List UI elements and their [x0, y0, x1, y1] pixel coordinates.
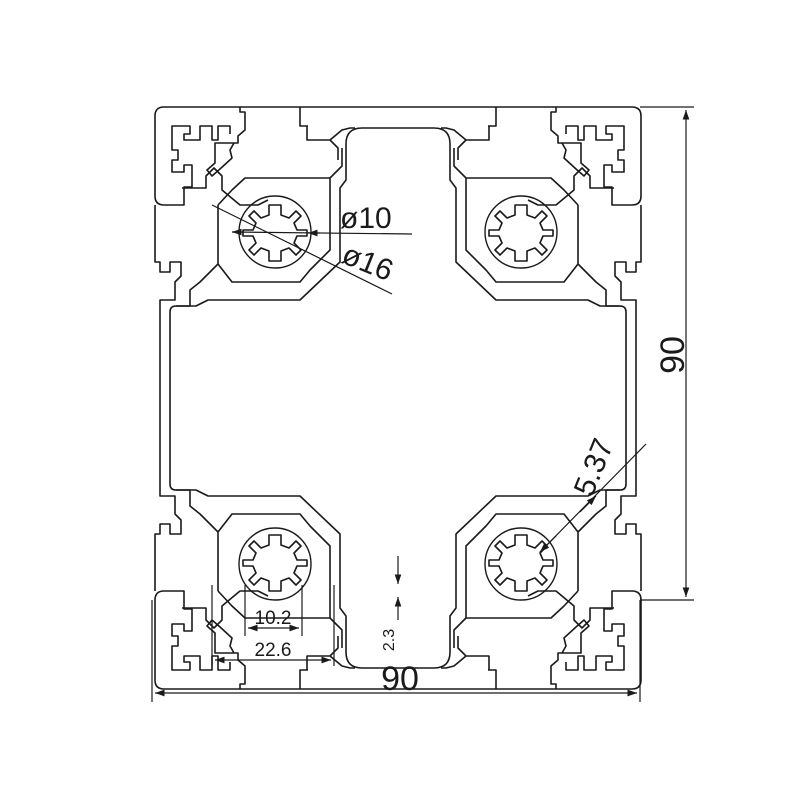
slot-width-dimension: 22.6: [211, 585, 335, 666]
wall-thickness-dimension: 2.3: [381, 556, 402, 651]
wall-thickness-label: 2.3: [381, 629, 398, 651]
width-dimension: 90: [151, 600, 641, 702]
width-label: 90: [381, 660, 419, 698]
slot-opening-dimension: 10.2: [244, 585, 303, 636]
quadrant-top-right: [397, 106, 642, 399]
height-label: 90: [654, 336, 692, 374]
slot-width-label: 22.6: [255, 640, 292, 661]
corner-dimension: 5.37: [539, 434, 647, 553]
slot-opening-label: 10.2: [255, 608, 292, 629]
bore-outer-label: ø16: [337, 238, 397, 288]
height-dimension: 90: [640, 106, 694, 601]
bore-inner-label: ø10: [340, 202, 392, 235]
